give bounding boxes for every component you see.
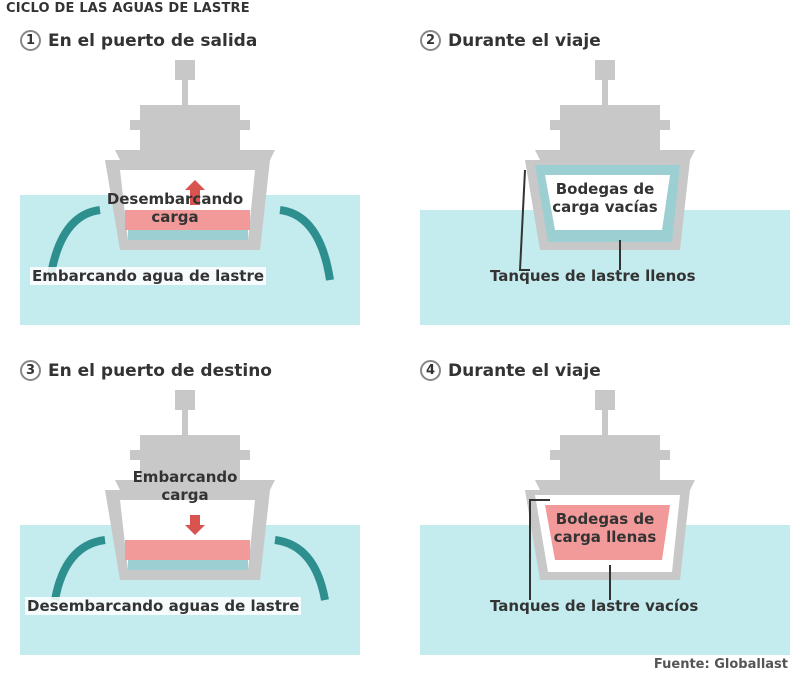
loading-arrow — [185, 515, 205, 535]
water-label: Embarcando agua de lastre — [30, 267, 267, 285]
pointer-line — [518, 169, 530, 271]
panel-heading-text: Durante el viaje — [448, 360, 601, 381]
panel-heading-text: En el puerto de destino — [48, 360, 272, 381]
panel-2: 2 Durante el viaje Bodegas de carga vací… — [420, 30, 800, 350]
step-number: 3 — [20, 360, 41, 381]
step-number: 4 — [420, 360, 441, 381]
ballast-tank — [128, 560, 248, 570]
intake-arrow-right — [279, 206, 334, 281]
panel-heading-text: Durante el viaje — [448, 30, 601, 51]
ship-superstructure — [535, 60, 695, 160]
source-credit: Fuente: Globallast — [653, 657, 788, 672]
cargo-label: Bodegas de carga vacías — [552, 180, 658, 216]
cargo-label: Embarcando carga — [132, 468, 238, 504]
ship-superstructure — [535, 390, 695, 490]
diagram-title: CICLO DE LAS AGUAS DE LASTRE — [6, 1, 250, 16]
cargo-hold — [545, 175, 670, 230]
panel-1: 1 En el puerto de salida Desembarcando c… — [20, 30, 400, 350]
ship-superstructure — [115, 60, 275, 160]
water-label: Tanques de lastre vacíos — [490, 597, 699, 615]
panel-4-illustration — [420, 390, 790, 655]
panel-2-heading: 2 Durante el viaje — [420, 30, 601, 51]
cargo-label: Bodegas de carga llenas — [553, 510, 657, 546]
ship-superstructure — [115, 390, 275, 490]
panel-1-heading: 1 En el puerto de salida — [20, 30, 257, 51]
cargo-label: Desembarcando carga — [106, 190, 244, 226]
discharge-arrow-left — [51, 536, 106, 601]
panel-3-heading: 3 En el puerto de destino — [20, 360, 272, 381]
panel-3: 3 En el puerto de destino Embarcando car… — [20, 360, 400, 680]
water-label: Tanques de lastre llenos — [490, 267, 696, 285]
panel-1-illustration — [20, 60, 360, 325]
panel-3-illustration — [20, 390, 360, 655]
cargo-layer — [125, 540, 250, 560]
panel-4-heading: 4 Durante el viaje — [420, 360, 601, 381]
discharge-arrow-right — [274, 536, 329, 601]
ballast-tank — [128, 230, 248, 240]
unloading-arrow — [185, 180, 205, 205]
step-number: 1 — [20, 30, 41, 51]
cargo-layer — [125, 210, 250, 230]
panel-4: 4 Durante el viaje Bodegas de carga llen… — [420, 360, 800, 680]
pointer-line — [529, 499, 550, 600]
panel-heading-text: En el puerto de salida — [48, 30, 258, 51]
water-label: Desembarcando aguas de lastre — [25, 597, 302, 615]
panel-2-illustration — [420, 60, 790, 325]
step-number: 2 — [420, 30, 441, 51]
cargo-hold — [545, 505, 670, 560]
